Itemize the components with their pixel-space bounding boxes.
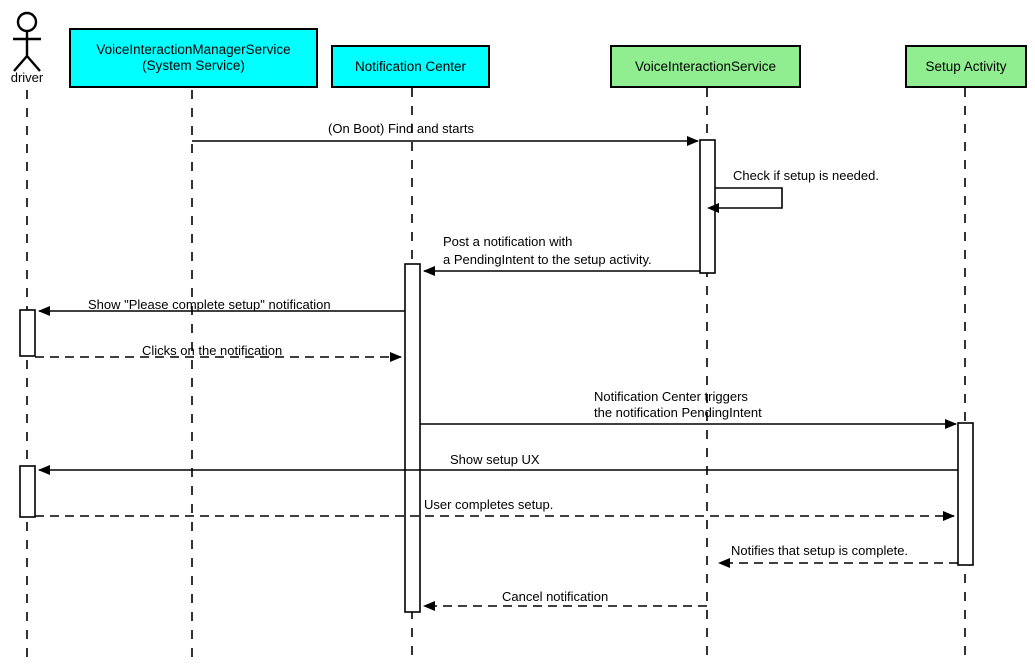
message-label-4: Show "Please complete setup" notificatio… (88, 297, 331, 312)
message-label-1: (On Boot) Find and starts (328, 121, 474, 136)
message-label-5: Clicks on the notification (142, 343, 283, 358)
message-label-7: Show setup UX (450, 452, 540, 467)
participant-box-voice-interaction-service[interactable]: VoiceInteractionService (610, 45, 801, 88)
actor-driver-icon (13, 11, 41, 72)
message-label-10: Cancel notification (502, 589, 609, 604)
message-label-8: User completes setup. (424, 497, 554, 512)
message-label-9: Notifies that setup is complete. (731, 543, 909, 558)
activation-driver-2 (19, 465, 36, 518)
message-label-6-line2: the notification PendingIntent (594, 405, 762, 420)
activation-bars (19, 139, 974, 613)
activation-notif-1 (404, 263, 421, 613)
participant-label-vims-line2: (System Service) (142, 58, 245, 73)
participant-box-notification-center[interactable]: Notification Center (331, 45, 490, 88)
activation-driver-1 (19, 309, 36, 357)
participant-box-setup-activity[interactable]: Setup Activity (905, 45, 1027, 88)
activation-setup-1 (957, 422, 974, 566)
participant-label-setup-activity: Setup Activity (925, 58, 1007, 74)
message-label-2: Check if setup is needed. (733, 168, 879, 183)
participant-label-driver: driver (10, 70, 44, 85)
participant-label-vims-line1: VoiceInteractionManagerService (96, 42, 291, 57)
participant-box-vims[interactable]: VoiceInteractionManagerService (System S… (69, 28, 318, 88)
message-label-6-line1: Notification Center triggers (594, 389, 748, 404)
message-label-3-line2: a PendingIntent to the setup activity. (443, 252, 652, 267)
participant-label-voice-interaction-service: VoiceInteractionService (634, 58, 777, 74)
participant-label-notification-center: Notification Center (354, 58, 467, 74)
message-label-3-line1: Post a notification with (443, 234, 573, 249)
message-arrow-2 (707, 187, 783, 213)
